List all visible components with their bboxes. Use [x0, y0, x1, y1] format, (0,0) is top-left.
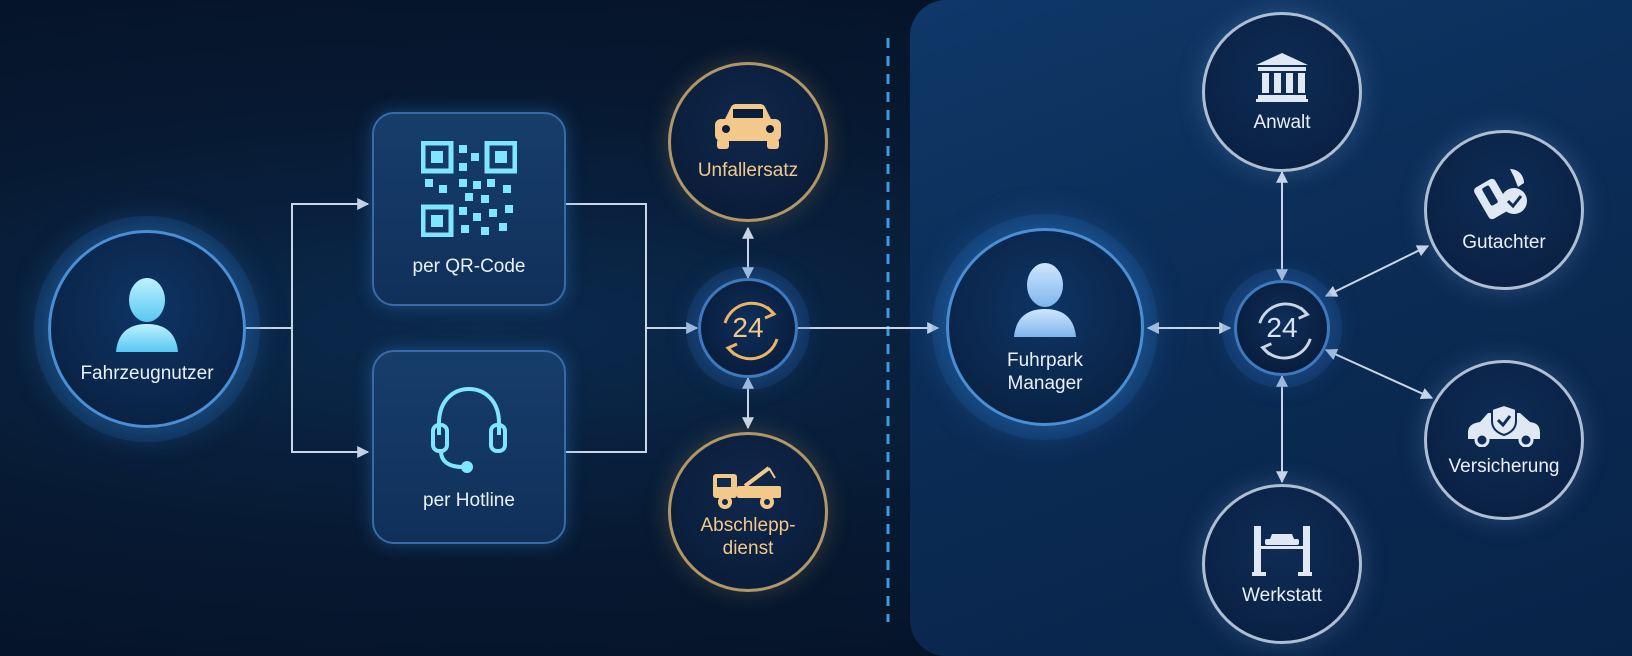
node-label: Unfallersatz: [697, 159, 799, 181]
insured-car-icon: [1464, 403, 1544, 447]
hub-label: 24: [732, 312, 764, 343]
node-fahrzeugnutzer[interactable]: Fahrzeugnutzer: [48, 230, 246, 428]
node-label: Versicherung: [1448, 455, 1560, 477]
node-anwalt[interactable]: Anwalt: [1202, 12, 1362, 172]
courthouse-icon: [1254, 51, 1310, 103]
hub-24h-right[interactable]: 24: [1234, 280, 1330, 376]
connector-qr-to-hub: [566, 203, 699, 334]
car-icon: [711, 103, 785, 151]
node-abschleppdienst[interactable]: Abschlepp- dienst: [668, 432, 828, 592]
node-qr-code[interactable]: per QR-Code: [372, 112, 566, 306]
connector-hotline-to-hub: [566, 328, 647, 453]
node-versicherung[interactable]: Versicherung: [1424, 360, 1584, 520]
qr-code-icon: [421, 140, 517, 237]
node-hotline[interactable]: per Hotline: [372, 350, 566, 544]
node-label: Abschlepp- dienst: [700, 515, 796, 559]
connector-hub-to-versicherung: [1324, 348, 1434, 400]
node-label: per QR-Code: [412, 255, 526, 277]
node-label: per Hotline: [423, 489, 515, 511]
tow-truck-icon: [711, 464, 785, 510]
node-fuhrpark-manager[interactable]: Fuhrpark Manager: [946, 228, 1144, 426]
node-label: Fuhrpark Manager: [1006, 350, 1084, 394]
node-werkstatt[interactable]: Werkstatt: [1202, 484, 1362, 644]
refresh-24-icon: [713, 293, 789, 369]
user-icon: [1010, 259, 1080, 339]
hub-label: 24: [1266, 312, 1298, 343]
refresh-24-icon: [1248, 294, 1322, 368]
node-unfallersatz[interactable]: Unfallersatz: [668, 62, 828, 222]
node-gutachter[interactable]: Gutachter: [1424, 130, 1584, 290]
node-label: Gutachter: [1462, 231, 1546, 253]
user-icon: [112, 274, 182, 354]
hub-24h-left[interactable]: 24: [698, 278, 798, 378]
connector-user-to-hotline: [291, 328, 370, 458]
headset-icon: [427, 383, 511, 473]
connector-hub-to-gutachter: [1324, 245, 1430, 297]
node-label: Fahrzeugnutzer: [80, 362, 214, 384]
node-label: Werkstatt: [1242, 584, 1322, 606]
connector-user-to-qr: [246, 198, 370, 329]
node-label: Anwalt: [1253, 111, 1311, 133]
car-lift-icon: [1252, 522, 1312, 576]
appraisal-icon: [1474, 167, 1534, 223]
